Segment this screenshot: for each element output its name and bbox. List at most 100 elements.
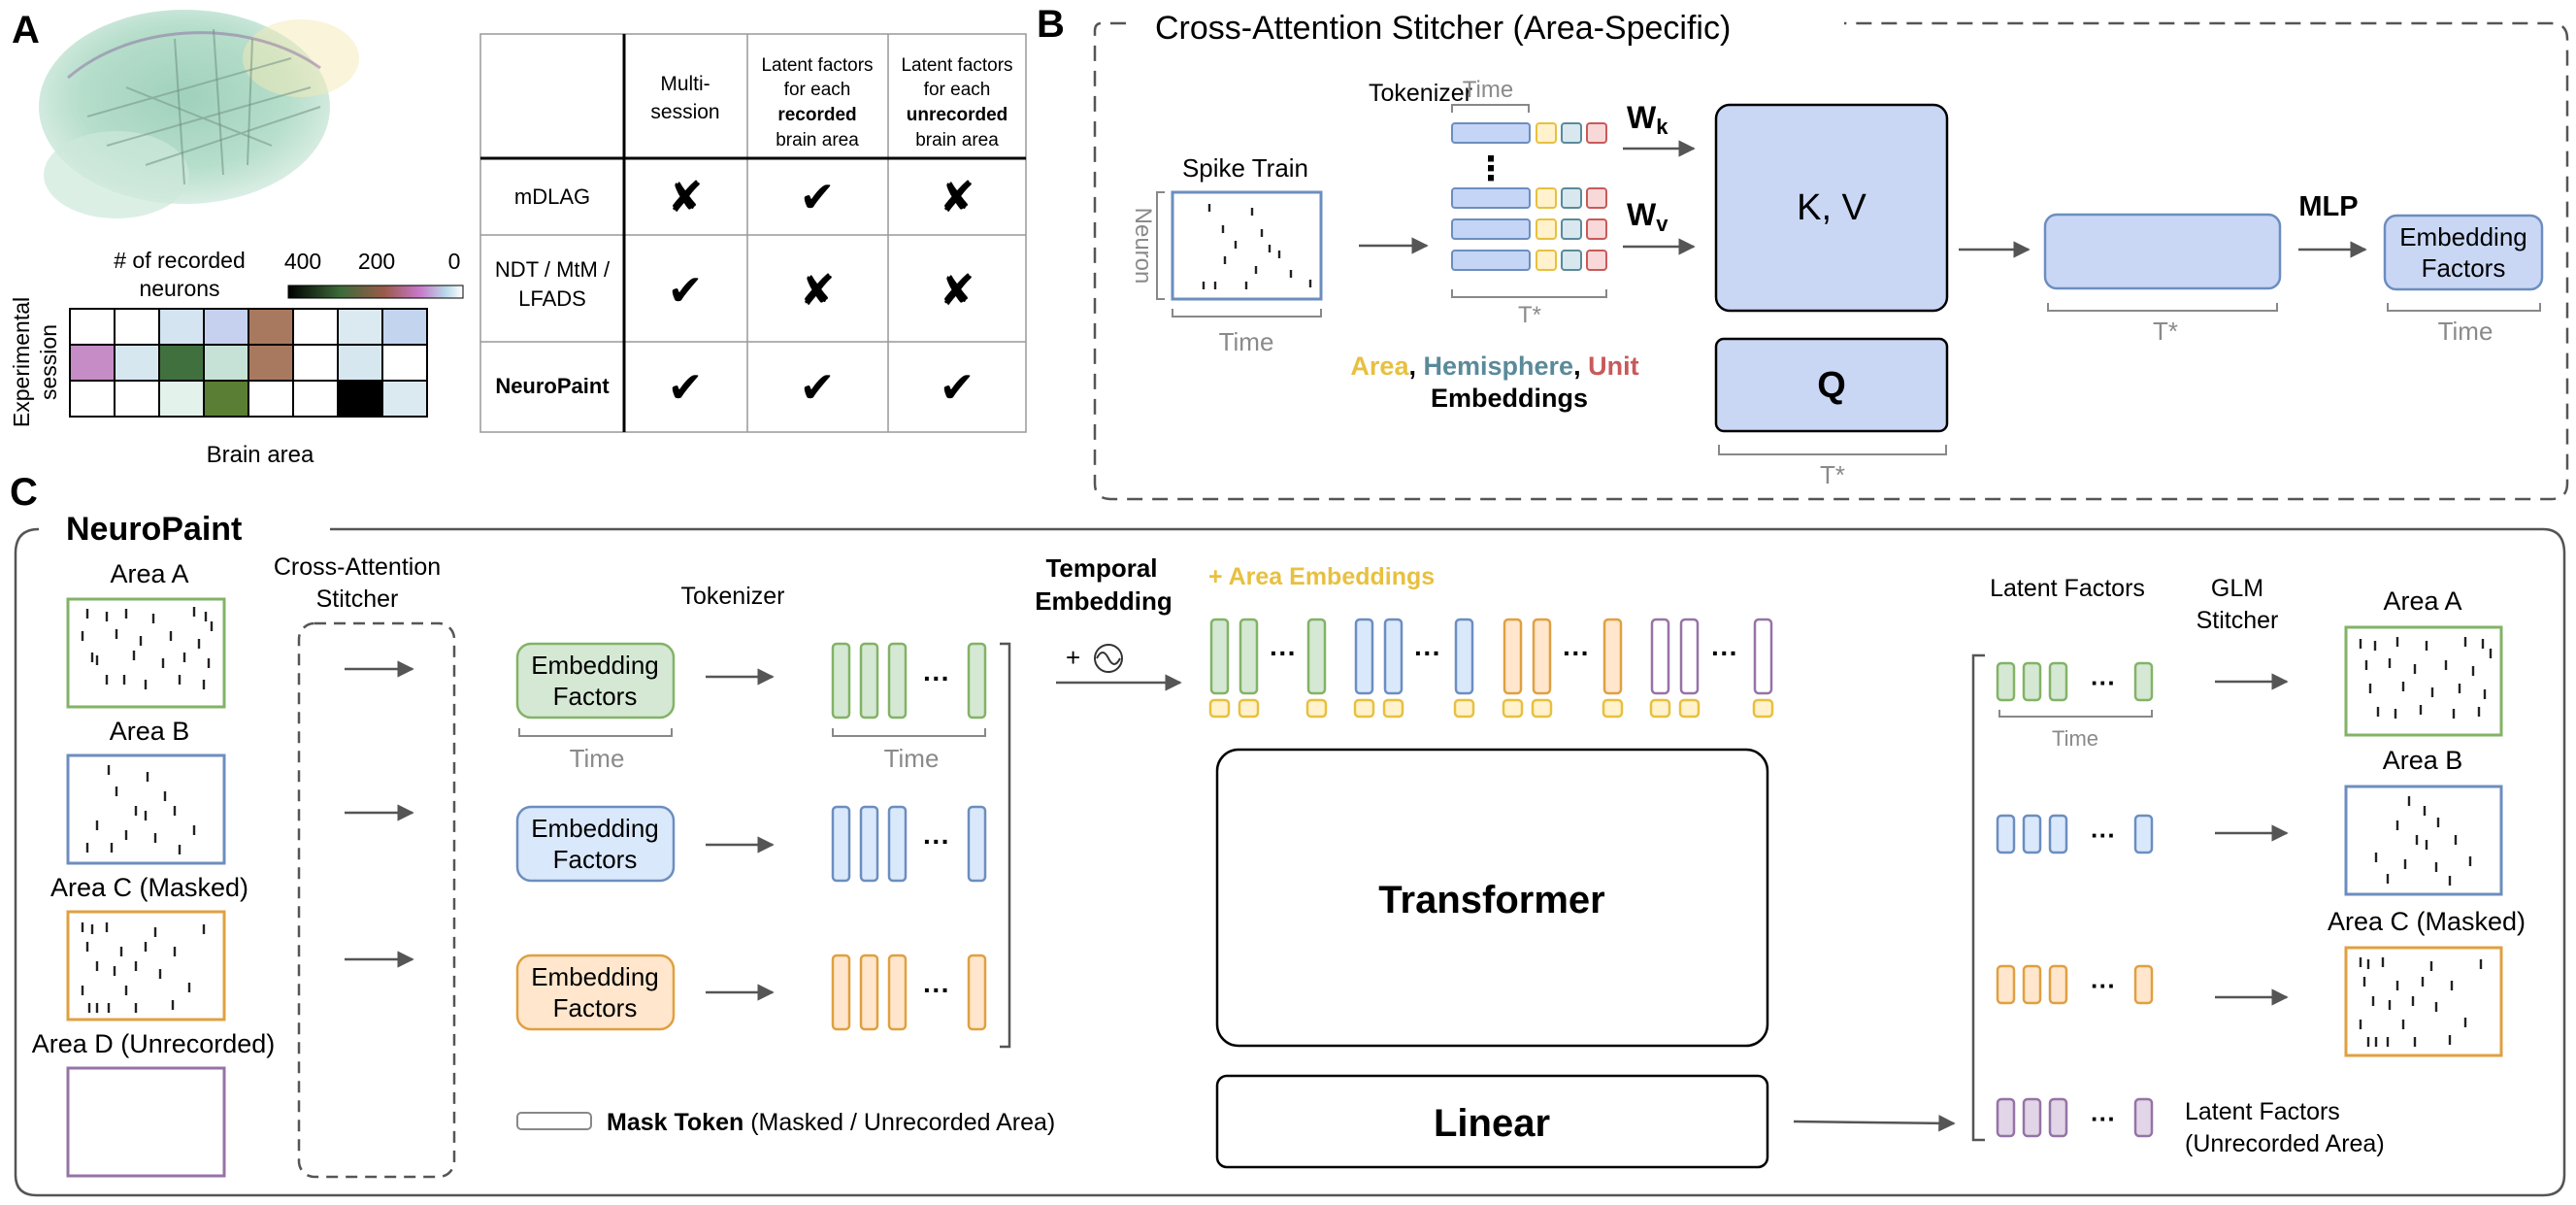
neuron-label: Neuron: [1130, 208, 1156, 285]
table-header-recorded-l1: Latent factors: [761, 55, 873, 76]
q-tstar: T*: [1820, 460, 1845, 489]
spike-time-label: Time: [1219, 327, 1274, 356]
area-c-raster: [66, 910, 226, 1021]
table-header-unrecorded-l4: brain area: [915, 130, 999, 151]
glm-label: GLM: [2211, 575, 2263, 602]
orange-tokens: [831, 954, 987, 1031]
panel-b-frame: [1093, 21, 2569, 501]
latent-unrecorded-label-line2: (Unrecorded Area): [2185, 1130, 2385, 1157]
linear-label: Linear: [1434, 1102, 1550, 1145]
ellipsis: ···: [923, 826, 950, 856]
ellipsis: ···: [1270, 638, 1297, 668]
latent-factors-label: Latent Factors: [1990, 575, 2145, 602]
area-embeddings-label: + Area Embeddings: [1208, 563, 1435, 590]
orange-factors-label: Embedding: [531, 962, 659, 991]
factors-time-bracket: [2387, 303, 2541, 312]
embeddings-label: Embeddings: [1431, 384, 1588, 413]
panel-b-letter: B: [1037, 3, 1065, 46]
plus-sign: +: [1066, 643, 1080, 672]
grid-ylabel-line2: session: [36, 324, 61, 400]
mark-check-icon: ✔: [668, 267, 704, 315]
mark-cross-icon: ✘: [800, 267, 836, 315]
mlp-label: MLP: [2298, 191, 2358, 222]
latent-unrecorded-label: Latent Factors: [2185, 1098, 2340, 1125]
area-d-label: Area D (Unrecorded): [32, 1029, 276, 1058]
mark-check-icon: ✔: [940, 364, 975, 412]
time-bracket: [1172, 309, 1322, 318]
orange-embedding-factors: [515, 954, 676, 1031]
table-row-ndt: NDT / MtM /: [495, 257, 611, 282]
out-area-b-raster: [2344, 785, 2503, 896]
grid-ylabel: Experimental: [9, 297, 34, 427]
embedding-factors-label: Embedding: [2399, 222, 2527, 251]
area-a-spikes: [81, 607, 214, 689]
ellipsis: ···: [2091, 820, 2116, 850]
green-latent-tokens: [1996, 661, 2154, 702]
ellipsis: ···: [1414, 638, 1441, 668]
mask-token-label: Mask Token (Masked / Unrecorded Area): [607, 1109, 1055, 1136]
table-header-recorded-l4: brain area: [776, 130, 859, 151]
ellipsis: ···: [2091, 971, 2116, 1000]
stitcher-label-line2: Stitcher: [316, 586, 399, 613]
grid-xlabel: Brain area: [207, 442, 314, 468]
tstar-bracket: [1451, 289, 1607, 298]
glm-label-line2: Stitcher: [2196, 607, 2279, 634]
mark-check-icon: ✔: [800, 364, 836, 412]
embedding-factors-box: [2383, 214, 2544, 291]
latent-time-label: Time: [2052, 726, 2098, 751]
out-area-c-spikes: [2359, 957, 2483, 1047]
area-c-label: Area C (Masked): [50, 873, 248, 902]
table-header-unrecorded-l1: Latent factors: [901, 55, 1012, 76]
table-header-multisession: Multi-: [660, 73, 710, 95]
mark-check-icon: ✔: [668, 364, 704, 412]
out-area-a-raster: [2344, 625, 2503, 737]
legend-tick-0: 0: [448, 249, 461, 274]
spike-train-spikes: [1202, 204, 1312, 289]
tokens-time-label: Time: [884, 744, 940, 773]
neuron-bracket: [1156, 191, 1165, 300]
kv-label: K, V: [1797, 187, 1866, 228]
out-area-a-label: Area A: [2383, 586, 2461, 616]
q-tstar-bracket: [1718, 445, 1947, 455]
stitcher-label: Cross-Attention: [274, 553, 441, 581]
panel-b-title: Cross-Attention Stitcher (Area-Specific): [1155, 10, 1731, 47]
factors-time-bracket: [518, 728, 673, 737]
table-row-mdlag: mDLAG: [514, 184, 590, 209]
table-row-neuropaint: NeuroPaint: [495, 374, 610, 398]
wv-label: Wv: [1627, 197, 1668, 236]
tokens-time-bracket: [832, 728, 986, 737]
output-tstar-bracket: [2047, 303, 2278, 312]
legend-tick-200: 200: [358, 249, 395, 274]
area-b-label: Area B: [110, 717, 190, 746]
area-b-raster: [66, 753, 226, 865]
mark-cross-icon: ✘: [940, 174, 975, 221]
wk-label: Wk: [1627, 100, 1668, 139]
purple-latent-tokens: [1996, 1097, 2154, 1138]
ellipsis: ···: [923, 663, 950, 693]
legend-title: # of recorded: [114, 248, 246, 273]
mark-cross-icon: ✘: [940, 267, 975, 315]
area-a-label: Area A: [110, 559, 188, 588]
table-header-unrecorded-l3: unrecorded: [907, 105, 1008, 125]
blue-embedding-factors: [515, 805, 676, 883]
token-row: [1451, 122, 1607, 144]
tokenizer-c-label: Tokenizer: [681, 583, 785, 610]
table-header-unrecorded-l2: for each: [924, 80, 991, 100]
ellipsis: ···: [2091, 668, 2116, 697]
kv-box: [1714, 103, 1949, 313]
token-group-bracket: [1000, 642, 1011, 1049]
blue-factors-label-line2: Factors: [553, 845, 638, 874]
blue-latent-tokens: [1996, 814, 2154, 854]
table-row-ndt-line2: LFADS: [518, 286, 586, 311]
blue-tokens: [831, 805, 987, 883]
output-tstar: T*: [2153, 317, 2178, 346]
latent-bracket: [1971, 653, 1985, 1142]
green-tokens: [831, 642, 987, 720]
area-b-spikes: [85, 765, 196, 854]
spike-train-label: Spike Train: [1182, 153, 1308, 183]
panel-c-frame: [14, 527, 2566, 1197]
table-header-recorded-l3: recorded: [777, 105, 856, 125]
transformer-label: Transformer: [1378, 879, 1604, 921]
attention-output-box: [2043, 213, 2282, 290]
